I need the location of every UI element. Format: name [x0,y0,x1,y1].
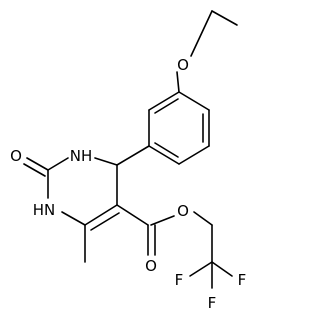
ring-bond-double [154,98,179,114]
pyrimidinone-ring [47,157,120,231]
atom-label-nh-top: NH [70,147,93,165]
atom-label-ester-oxygen: O [177,202,189,220]
atom-label-ether-oxygen: O [177,56,189,74]
benzene-ring [148,91,210,165]
bond-aryl-c4 [116,145,150,166]
atom-label-fluorine-1: F [175,271,184,289]
bond-carbonyl-o-single [150,215,175,226]
ring-bond-double [154,142,179,158]
ring-bond [178,145,210,165]
bond-ethyl-ch2-o [190,10,213,57]
bond-c-f2 [211,261,233,277]
atom-label-fluorine-3: F [208,294,217,312]
bond-ethyl-ch3 [211,10,238,26]
ring-bond [148,91,180,111]
atom-label-nh-bottom: HN [33,201,56,219]
bond-n3-c2 [47,157,69,171]
bond-c5-carbonyl [116,204,149,226]
ethoxy-group [176,10,238,93]
ester-group [116,204,233,289]
bond-c6-c5-double [90,212,120,231]
atom-label-ester-carbonyl-oxygen: O [145,257,157,275]
bond-c2-o-double [26,157,49,171]
bond-c4-n3 [94,157,118,166]
bond-c2-o-double [23,163,46,177]
ring-bond [178,91,210,111]
bond-o-ch2 [193,211,213,226]
bond-ether-o-aryl [176,71,180,93]
bond-c-f1 [189,261,213,277]
bond-c6-c5 [84,204,118,226]
chemical-structure: O NH O HN O O F F F [10,10,247,312]
atom-label-carbonyl-oxygen: O [10,147,22,165]
ring-bond [148,145,180,165]
atom-label-fluorine-2: F [238,271,247,289]
bond-n1-c6 [61,211,86,226]
